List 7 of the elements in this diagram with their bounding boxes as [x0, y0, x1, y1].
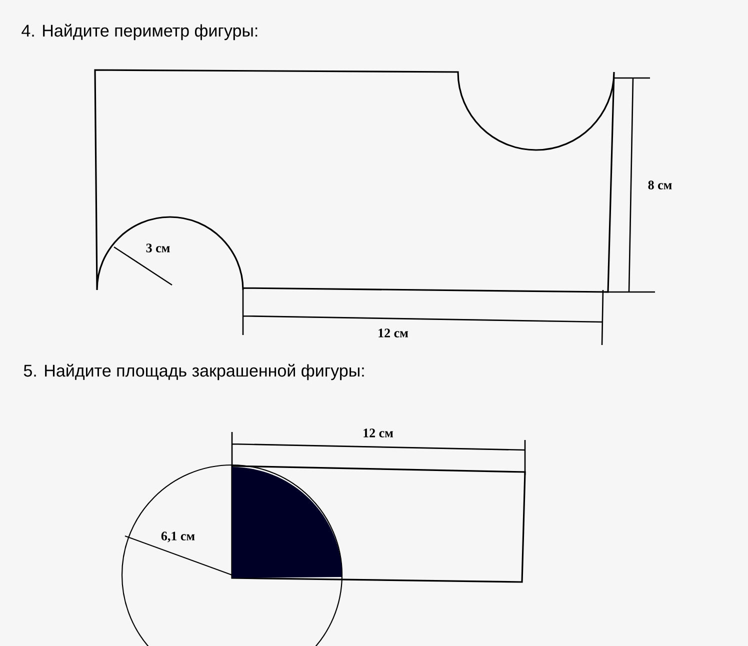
heading: 4. Найдите периметр фигуры:: [22, 24, 258, 40]
dimension-label: 12 см: [364, 428, 394, 438]
dimension-label: 12 см: [378, 328, 408, 338]
radius-label: 3 см: [146, 244, 170, 252]
dimension-label: 8 см: [648, 180, 672, 190]
heading: 5. Найдите площадь закрашенной фигуры:: [24, 364, 364, 380]
radius-label: 6,1 см: [161, 532, 195, 542]
